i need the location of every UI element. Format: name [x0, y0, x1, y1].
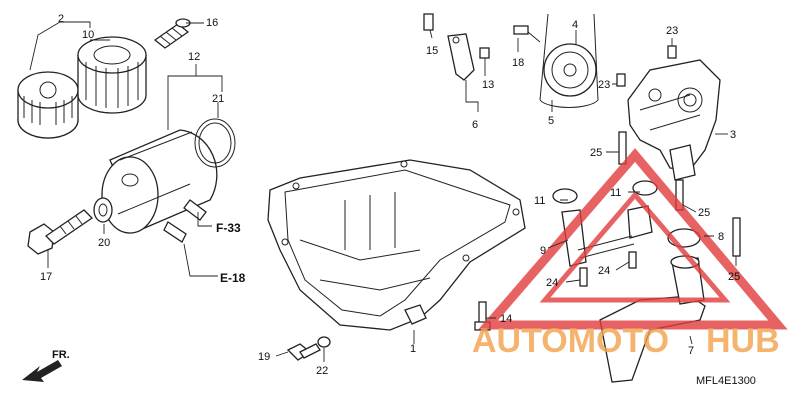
label-24-right: 24 [598, 265, 610, 277]
label-6: 6 [472, 119, 478, 131]
label-11-right: 11 [610, 187, 621, 199]
label-12: 12 [188, 51, 200, 63]
guide-collar [479, 47, 490, 59]
label-25-left: 25 [590, 147, 602, 159]
leader-lines [29, 21, 737, 362]
oil-strainer [599, 255, 706, 383]
watermark: AUTOMOTO HUB [472, 148, 788, 360]
label-9: 9 [540, 245, 546, 257]
label-8: 8 [718, 231, 724, 243]
oil-cooler [101, 129, 218, 243]
label-19: 19 [258, 351, 270, 363]
label-3: 3 [730, 129, 736, 141]
direction-label: FR. [52, 349, 70, 361]
dowel-pin-upper [667, 45, 677, 59]
label-20: 20 [98, 237, 110, 249]
cooler-center-bolt [27, 209, 94, 255]
cooler-o-ring [194, 118, 236, 168]
label-22: 22 [316, 365, 328, 377]
label-10: 10 [82, 29, 94, 41]
label-13: 13 [482, 79, 494, 91]
chain-guide [447, 33, 475, 81]
label-15: 15 [426, 45, 438, 57]
diagram-code: MFL4E1300 [696, 375, 756, 387]
label-2: 2 [58, 13, 64, 25]
label-21: 21 [212, 93, 224, 105]
oil-pump [627, 59, 721, 181]
ref-f33: F-33 [216, 221, 241, 235]
watermark-hub: HUB [706, 322, 780, 360]
oil-pan [267, 159, 526, 331]
watermark-automoto: AUTOMOTO [472, 322, 669, 360]
oil-filter [17, 71, 79, 139]
label-7: 7 [688, 345, 694, 357]
pump-bolt-1 [618, 131, 627, 165]
label-23-upper: 23 [666, 25, 678, 37]
label-16: 16 [206, 17, 218, 29]
label-23-lower: 23 [598, 79, 610, 91]
sealing-washer [93, 197, 113, 223]
pump-drive-sprocket [543, 43, 597, 97]
label-14: 14 [500, 313, 512, 325]
pipe-bolt-2 [628, 251, 637, 269]
pump-bolt-3 [732, 217, 741, 257]
ref-e18: E-18 [220, 271, 246, 285]
label-18: 18 [512, 57, 524, 69]
filter-element [77, 36, 147, 114]
guide-bolt [423, 13, 434, 31]
label-5: 5 [548, 115, 554, 127]
front-direction-arrow: FR. [22, 349, 70, 382]
label-25-right: 25 [728, 271, 740, 283]
drain-bolt [286, 343, 321, 361]
pipe-o-ring-left [552, 188, 578, 204]
drain-washer [317, 336, 331, 348]
filter-spring [153, 18, 191, 49]
oil-pipe [561, 205, 653, 267]
label-11-left: 11 [534, 195, 545, 207]
label-17: 17 [40, 271, 52, 283]
sprocket-bolt [513, 25, 529, 35]
pump-drive-chain [539, 13, 599, 108]
pipe-bolt-1 [579, 267, 588, 287]
label-1: 1 [410, 343, 416, 355]
label-4: 4 [572, 19, 578, 31]
label-24-left: 24 [546, 277, 558, 289]
label-25-middle: 25 [698, 207, 710, 219]
dowel-pin-lower [616, 73, 626, 87]
